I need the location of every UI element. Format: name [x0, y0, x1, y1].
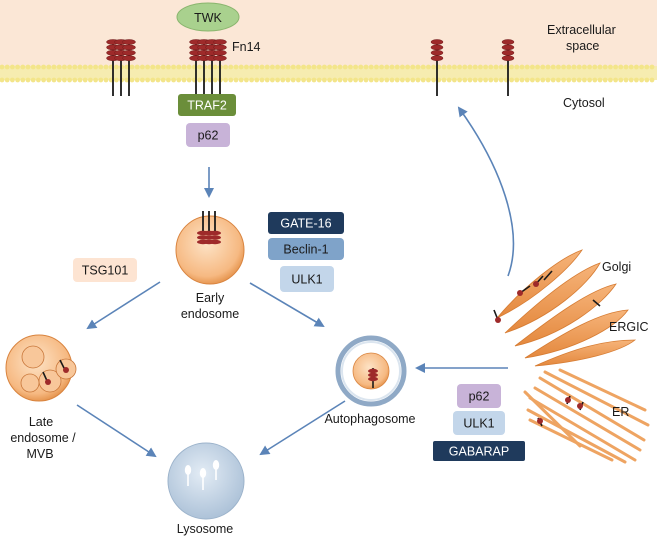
arrows	[76, 106, 515, 458]
late-endosome-label-line1: Late	[29, 415, 53, 429]
early-endosome-label-line1: Early	[196, 291, 225, 305]
lysosome-label: Lysosome	[177, 522, 234, 536]
golgi-apparatus	[496, 249, 637, 367]
gabarap-box	[433, 441, 525, 461]
traf2-label: TRAF2	[187, 99, 227, 113]
arrow-autophagosome-to-lysosome	[259, 400, 346, 456]
gate16-label: GATE-16	[280, 217, 331, 231]
arrow-late-to-lysosome	[76, 404, 157, 458]
late-endosome-label-line3: MVB	[26, 447, 53, 461]
gate16-box	[268, 212, 344, 234]
fn14-receptors	[106, 39, 515, 96]
fn14-receptor	[430, 39, 444, 96]
twk-ligand	[176, 2, 240, 32]
er	[523, 368, 650, 464]
late-endosome-label-line2: endosome /	[10, 431, 76, 445]
arrow-endosome-to-autophagosome	[249, 282, 325, 328]
early-endosome	[175, 215, 245, 285]
tsg101-box	[73, 258, 137, 282]
plasma-membrane	[0, 64, 657, 83]
extracellular-label-line2: space	[566, 39, 599, 53]
twk-label: TWK	[194, 11, 222, 25]
fn14-label: Fn14	[232, 40, 261, 54]
p62-label-bottom: p62	[469, 390, 490, 404]
ulk1-box-bottom	[453, 411, 505, 435]
early-endosome-label-line2: endosome	[181, 307, 239, 321]
fn14-receptor	[501, 39, 515, 96]
arrow-golgi-to-membrane	[457, 106, 515, 277]
fn14-receptor	[189, 39, 227, 96]
tsg101-label: TSG101	[82, 264, 129, 278]
beclin1-box	[268, 238, 344, 260]
er-label: ER	[612, 405, 629, 419]
p62-box-bottom	[457, 384, 501, 408]
beclin1-label: Beclin-1	[283, 243, 328, 257]
lysosome	[167, 442, 245, 520]
traf2-box	[178, 94, 236, 116]
extracellular-label-line1: Extracellular	[547, 23, 616, 37]
endosome-receptor	[197, 211, 221, 245]
autophagosome	[335, 335, 407, 407]
golgi-label: Golgi	[602, 260, 631, 274]
p62-label-top: p62	[198, 129, 219, 143]
fn14-receptor	[106, 39, 136, 96]
ergic-label: ERGIC	[609, 320, 649, 334]
ulk1-box-top	[280, 266, 334, 292]
gabarap-label: GABARAP	[449, 445, 509, 459]
p62-box-top	[186, 123, 230, 147]
golgi-receptors	[493, 270, 601, 427]
late-endosome-mvb	[5, 334, 77, 402]
ulk1-label-bottom: ULK1	[463, 417, 494, 431]
autophagosome-label: Autophagosome	[324, 412, 415, 426]
ulk1-label-top: ULK1	[291, 273, 322, 287]
cytosol-label: Cytosol	[563, 96, 605, 110]
arrow-endosome-to-late	[86, 281, 161, 330]
